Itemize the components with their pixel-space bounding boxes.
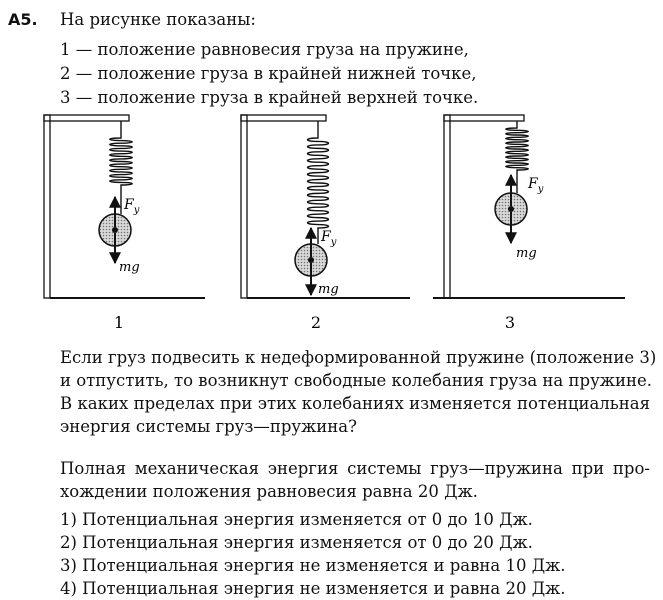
question-number: А5. [8, 10, 38, 29]
answer-option-1: 1) Потенциальная энергия изменяется от 0… [60, 510, 533, 529]
spring-1 [109, 121, 133, 214]
spring-3 [505, 121, 529, 193]
question-line-4: энергия системы груз—пружина? [60, 417, 357, 436]
weight-3 [494, 173, 528, 245]
stand-3 [433, 114, 625, 299]
spring-force-label-3: Fу [527, 176, 544, 195]
position-item-1: 1 — положение равновесия груза на пружин… [60, 40, 469, 59]
answer-option-4: 4) Потенциальная энергия не изменяется и… [60, 579, 566, 598]
gravity-label-2: mg [318, 282, 339, 297]
given-line-2: хождении положения равновесия равна 20 Д… [60, 482, 478, 501]
position-item-3: 3 — положение груза в крайней верхней то… [60, 88, 479, 107]
caption-1: 1 [114, 313, 124, 332]
given-line-1: Полная механическая энергия системы груз… [60, 459, 650, 478]
position-item-2: 2 — положение груза в крайней нижней точ… [60, 64, 477, 83]
gravity-label-3: mg [516, 246, 537, 261]
caption-2: 2 [311, 313, 321, 332]
spring-force-label-2: Fу [320, 229, 337, 248]
weight-2 [294, 226, 328, 297]
caption-3: 3 [505, 313, 515, 332]
spring-force-label-1: Fу [123, 197, 140, 216]
spring-figure: Fу mg Fу mg Fу mg 1 2 3 [43, 114, 625, 332]
question-line-1: Если груз подвесить к недеформированной … [60, 348, 657, 367]
answer-option-2: 2) Потенциальная энергия изменяется от 0… [60, 533, 533, 552]
stand-1 [43, 114, 205, 299]
question-intro: На рисунке показаны: [60, 10, 256, 29]
answer-option-3: 3) Потенциальная энергия не изменяется и… [60, 556, 566, 575]
spring-2 [306, 121, 330, 244]
weight-1 [98, 195, 132, 265]
question-line-3: В каких пределах при этих колебаниях изм… [60, 394, 650, 413]
stand-2 [240, 114, 410, 299]
question-line-2: и отпустить, то возникнут свободные коле… [60, 371, 652, 390]
gravity-label-1: mg [119, 260, 140, 275]
